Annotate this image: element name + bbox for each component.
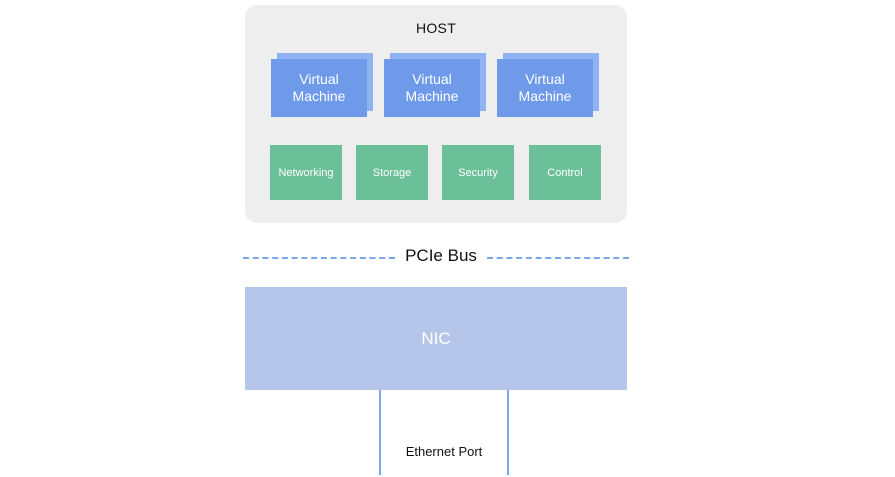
vm-label: Virtual Machine <box>271 59 367 117</box>
pcie-bus-line-left <box>243 257 395 259</box>
nic-block: NIC <box>245 287 627 390</box>
pcie-bus-line-right <box>487 257 629 259</box>
virtual-machine-2: Virtual Machine <box>384 53 488 117</box>
ethernet-port-line-left <box>379 390 381 475</box>
host-title: HOST <box>415 20 457 36</box>
vm-label: Virtual Machine <box>384 59 480 117</box>
function-networking: Networking <box>270 145 342 200</box>
host-container: HOST Virtual Machine Virtual Machine Vir… <box>245 5 627 223</box>
virtual-machine-1: Virtual Machine <box>271 53 375 117</box>
vm-label: Virtual Machine <box>497 59 593 117</box>
virtual-machine-3: Virtual Machine <box>497 53 601 117</box>
function-storage: Storage <box>356 145 428 200</box>
ethernet-port-label: Ethernet Port <box>405 444 483 459</box>
function-security: Security <box>442 145 514 200</box>
pcie-bus-label: PCIe Bus <box>395 246 487 266</box>
ethernet-port-line-right <box>507 390 509 475</box>
function-control: Control <box>529 145 601 200</box>
